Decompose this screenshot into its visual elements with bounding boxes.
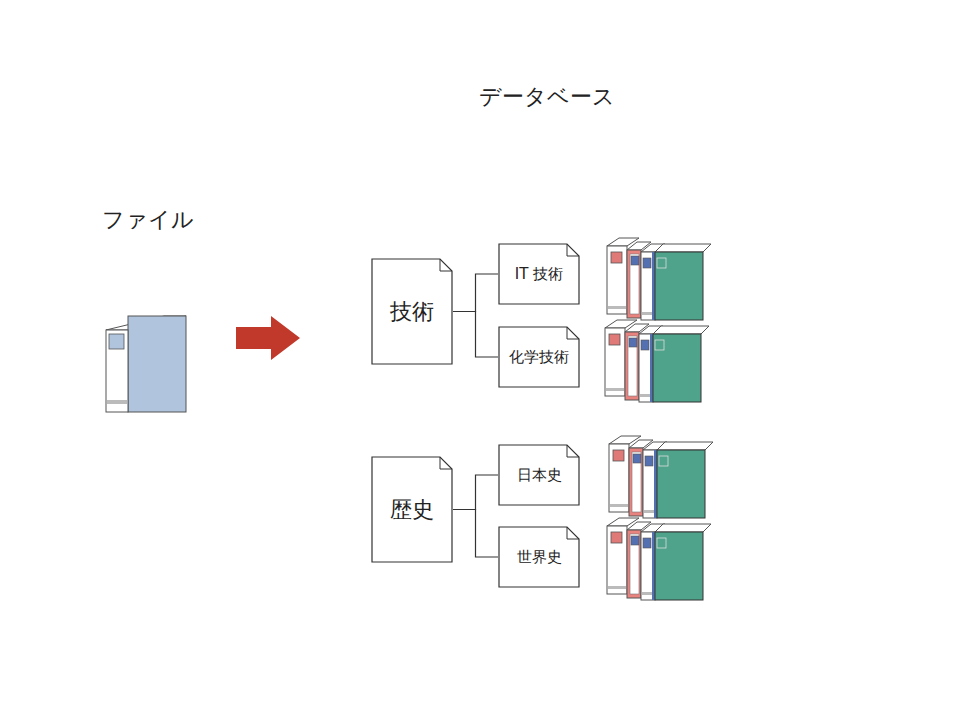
storage-label: ファイル xyxy=(84,205,212,235)
document-box: 歴史 xyxy=(371,456,453,563)
storage-label: データベース xyxy=(336,82,758,112)
storage-cylinder: ファイル xyxy=(84,205,212,437)
document-box: 世界史 xyxy=(498,526,580,588)
document-box: IT 技術 xyxy=(498,243,580,305)
tree-connector xyxy=(453,475,498,510)
category-label: 日本史 xyxy=(517,466,562,485)
category-label: 化学技術 xyxy=(509,348,569,367)
document-box: 化学技術 xyxy=(498,326,580,388)
category-label: 歴史 xyxy=(390,495,434,525)
tree-connector xyxy=(453,312,498,358)
tree-connector xyxy=(453,510,498,558)
category-label: 技術 xyxy=(390,297,434,327)
storage-cylinder: データベース技術 IT 技術化学技術歴史 日本史世界史 xyxy=(336,82,758,616)
block-arrow xyxy=(236,316,300,360)
category-label: IT 技術 xyxy=(515,265,563,284)
tree-connector xyxy=(453,274,498,312)
document-box: 技術 xyxy=(371,258,453,365)
cylinder-outline xyxy=(84,205,212,437)
category-label: 世界史 xyxy=(517,548,562,567)
document-box: 日本史 xyxy=(498,444,580,506)
